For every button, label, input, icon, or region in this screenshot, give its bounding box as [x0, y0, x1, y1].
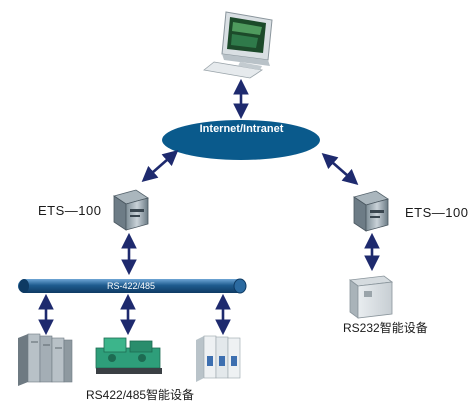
bus-label: RS-422/485 [106, 281, 156, 291]
switchgear-cabinet-icon [196, 335, 241, 382]
rs232-device-label: RS232智能设备 [343, 321, 428, 335]
rs485-devices-label: RS422/485智能设备 [86, 388, 195, 402]
server-rack-icon [18, 333, 73, 386]
rs232-device-icon [348, 275, 394, 319]
rs485-bus [18, 278, 247, 294]
network-label: Internet/Intranet [199, 123, 284, 135]
generator-icon [95, 337, 162, 374]
arrow-cloud-ets-right [321, 152, 359, 186]
ets-server-right-icon [353, 190, 389, 232]
ets-server-left-label: ETS—100 [38, 203, 102, 218]
ets-server-left-icon [113, 189, 149, 231]
network-cloud [162, 120, 320, 160]
arrow-cloud-ets-left [141, 149, 179, 183]
workstation-icon [203, 11, 273, 79]
ets-server-right-label: ETS—100 [405, 205, 469, 220]
